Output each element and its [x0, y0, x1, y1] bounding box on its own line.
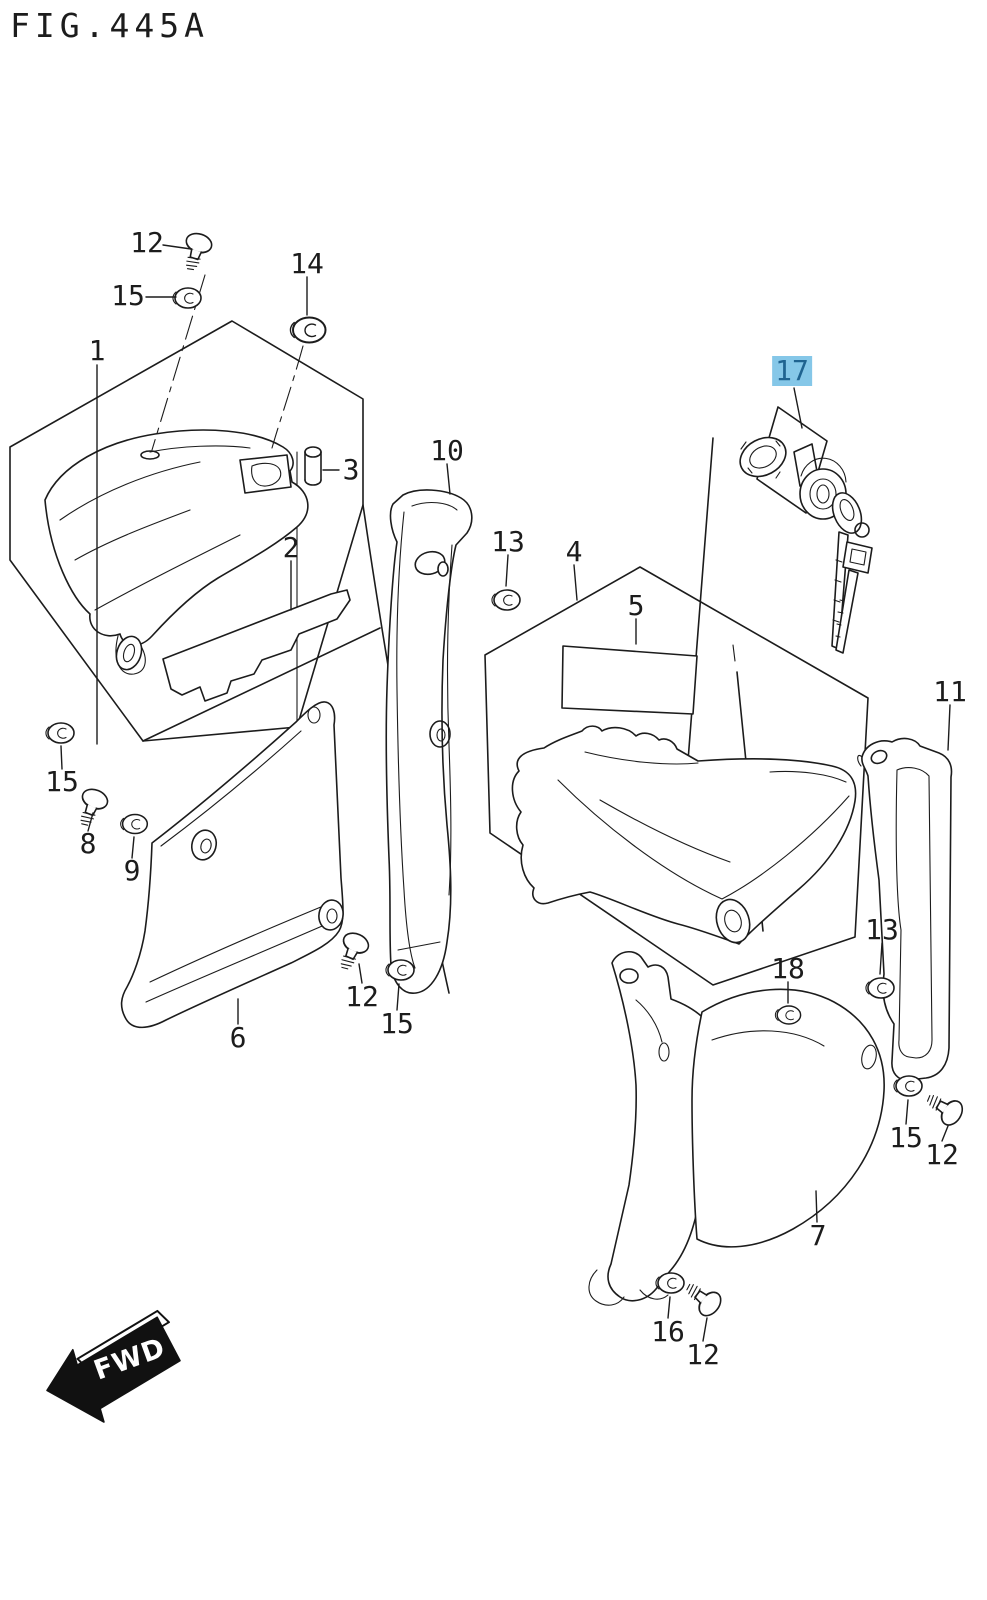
part-callout-15[interactable]: 15 [45, 765, 79, 798]
figure-title: FIG.445A [10, 6, 209, 45]
part-callout-1[interactable]: 1 [88, 334, 106, 367]
part-callout-13[interactable]: 13 [491, 525, 525, 558]
part-5-emblem [561, 645, 698, 715]
part-callout-15[interactable]: 15 [380, 1007, 414, 1040]
part-callout-3[interactable]: 3 [342, 453, 360, 486]
part-2-cover-plate [162, 589, 351, 702]
part-callout-8[interactable]: 8 [79, 827, 97, 860]
part-callout-12[interactable]: 12 [345, 980, 379, 1013]
part-callout-17[interactable]: 17 [772, 356, 812, 386]
screw-12-top [177, 229, 215, 275]
part-callout-11[interactable]: 11 [933, 675, 967, 708]
part-callout-2[interactable]: 2 [282, 531, 300, 564]
part-callout-15[interactable]: 15 [889, 1121, 923, 1154]
grommet-15-left [45, 722, 75, 744]
grommet-13-a [491, 589, 521, 611]
part-callout-7[interactable]: 7 [809, 1219, 827, 1252]
part-callout-12[interactable]: 12 [686, 1338, 720, 1371]
part-callout-5[interactable]: 5 [627, 589, 645, 622]
part-callout-18[interactable]: 18 [771, 952, 805, 985]
part-1-frame-head-cover [44, 274, 309, 675]
screw-12-bottom [679, 1275, 726, 1321]
part-4-box [484, 566, 869, 986]
part-callout-14[interactable]: 14 [290, 247, 324, 280]
grommet-9 [119, 813, 149, 835]
part-callout-10[interactable]: 10 [430, 434, 464, 467]
grommet-15-right [893, 1075, 923, 1097]
fwd-arrow: FWD [46, 1309, 181, 1423]
part-6-side-cover [120, 701, 344, 1029]
part-callout-16[interactable]: 16 [651, 1315, 685, 1348]
part-callout-15[interactable]: 15 [111, 279, 145, 312]
part-callout-6[interactable]: 6 [229, 1021, 247, 1054]
part-callout-12[interactable]: 12 [130, 226, 164, 259]
grommet-15-top [172, 287, 202, 309]
part-callout-12[interactable]: 12 [925, 1138, 959, 1171]
part-7-cover-and-stay [588, 950, 885, 1306]
part-11-bracket [857, 737, 953, 1081]
part-10-bracket [385, 489, 473, 994]
leader-lines [60, 244, 951, 1342]
grommet-14 [289, 316, 327, 344]
part-callout-13[interactable]: 13 [865, 913, 899, 946]
part-callout-9[interactable]: 9 [123, 854, 141, 887]
part-17-lock-set [739, 406, 873, 654]
part-3-cushion [304, 446, 322, 486]
screw-12-mid [331, 928, 373, 975]
grommet-13-b [865, 977, 895, 999]
part-callout-4[interactable]: 4 [565, 535, 583, 568]
screw-12-right [920, 1086, 968, 1130]
part-4-frame-cover [511, 725, 857, 945]
